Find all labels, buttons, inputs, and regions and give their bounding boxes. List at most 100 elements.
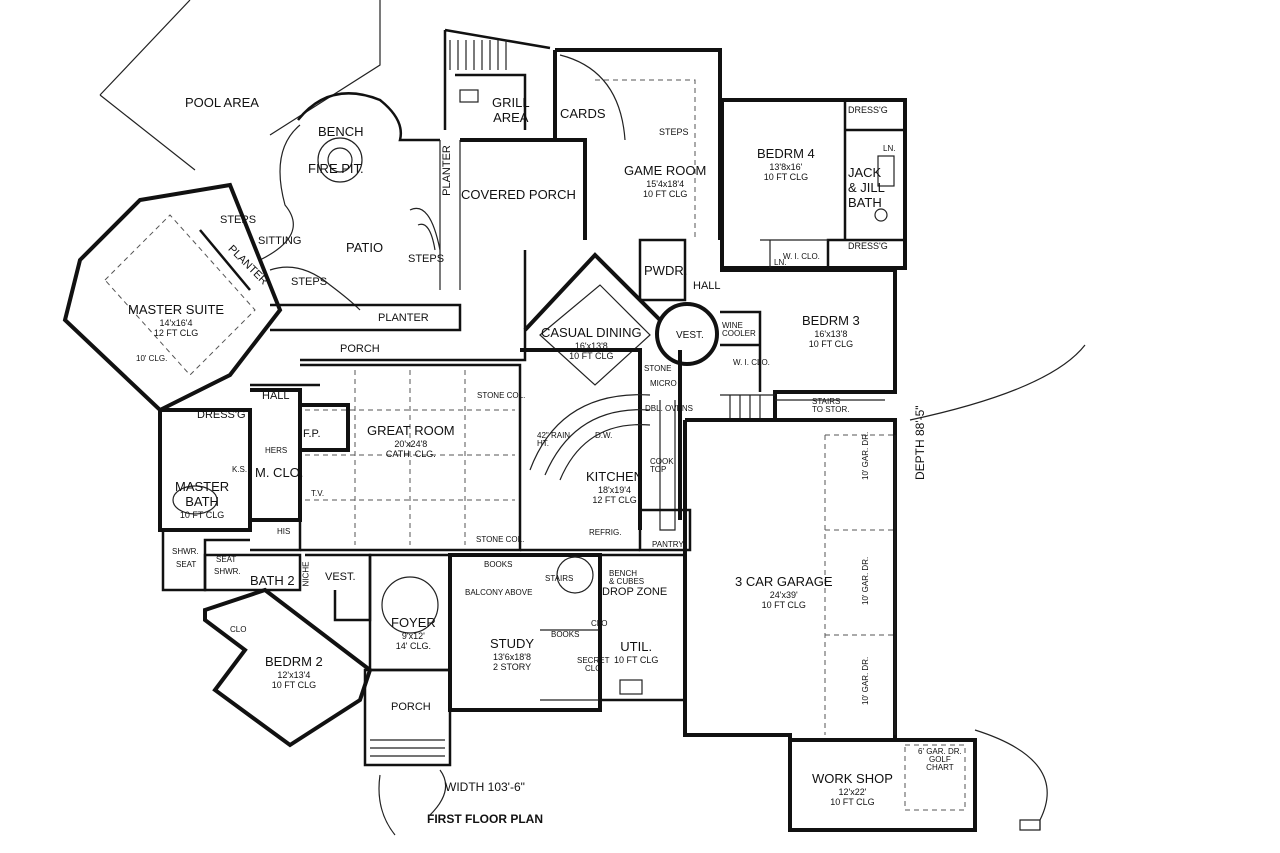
pool-area-label: POOL AREA bbox=[185, 95, 259, 110]
driveway-marker bbox=[1019, 819, 1041, 831]
vest-rear-label: VEST. bbox=[676, 330, 704, 341]
bath-tub bbox=[877, 155, 895, 187]
shwr2-label: SHWR. bbox=[214, 567, 241, 576]
game-room-ceiling-line bbox=[595, 79, 696, 240]
stairs-stor-label: STAIRS TO STOR. bbox=[812, 397, 850, 414]
golf-chart-label: 6' GAR. DR. GOLF CHART bbox=[918, 747, 962, 772]
casual-dining-table-area bbox=[539, 284, 651, 386]
work-shop-walls bbox=[788, 738, 977, 832]
dbl-ovens-label: DBL. OVENS bbox=[645, 404, 694, 413]
rear-porch-wall bbox=[300, 250, 527, 362]
ln1-label: LN. bbox=[883, 144, 896, 153]
fire-pit-outer bbox=[317, 137, 363, 183]
sitting-label: SITTING bbox=[258, 235, 302, 247]
planter-bottom-label: PLANTER bbox=[378, 312, 429, 324]
study-stairs bbox=[556, 556, 594, 594]
garage-bay-lines bbox=[824, 434, 895, 735]
jack-jill-label: JACK & JILL BATH bbox=[848, 165, 885, 210]
rear-steps bbox=[449, 40, 507, 70]
clo-bed2-label: CLO bbox=[230, 625, 247, 634]
steps-patio-label: STEPS bbox=[291, 276, 328, 288]
gar-dr2-label: 10' GAR. DR. bbox=[861, 556, 870, 605]
vest-walls bbox=[305, 553, 372, 622]
bath-toilet bbox=[874, 208, 888, 222]
master-suite-walls bbox=[62, 182, 283, 413]
clo-util-label: CLO bbox=[591, 619, 608, 628]
master-closet-walls bbox=[250, 388, 302, 522]
gar-dr1-label: 10' GAR. DR. bbox=[861, 431, 870, 480]
ln2-label: LN. bbox=[774, 258, 787, 267]
master-suite-ceiling bbox=[104, 214, 256, 376]
pwdr-label: PWDR. bbox=[644, 263, 688, 278]
fireplace bbox=[298, 403, 350, 452]
porch-rear-label: PORCH bbox=[340, 343, 380, 355]
pantry-walls bbox=[638, 508, 692, 552]
hall-rear-label: HALL bbox=[693, 280, 721, 292]
fire-pit-label: FIRE PIT. bbox=[308, 161, 364, 176]
plan-title: FIRST FLOOR PLAN bbox=[427, 812, 543, 826]
front-steps bbox=[370, 739, 445, 757]
wi-clo-bed3-label: W. I. CLO. bbox=[733, 358, 770, 367]
master-bath-walls bbox=[158, 408, 252, 532]
fire-pit-inner bbox=[327, 147, 353, 173]
stone-label: STONE bbox=[644, 364, 672, 373]
bench-label: BENCH bbox=[318, 124, 364, 139]
stone-col-top-label: STONE COL. bbox=[477, 391, 526, 400]
hall-master-label: HALL bbox=[262, 390, 290, 402]
planter-bottom bbox=[270, 303, 462, 332]
secret-clo-label: SECRET CLO bbox=[577, 656, 610, 673]
kitchen-island-arc bbox=[529, 394, 651, 481]
casual-dining-wall bbox=[523, 252, 662, 332]
patio-steps-arc bbox=[409, 207, 441, 251]
tv-label: T.V. bbox=[311, 489, 325, 498]
stone-col-bottom-label: STONE COL. bbox=[476, 535, 525, 544]
gar-dr3-label: 10' GAR. DR. bbox=[861, 656, 870, 705]
porch-front-label: PORCH bbox=[391, 701, 431, 713]
dressg-master-label: DRESS'G bbox=[197, 409, 246, 421]
patio-label: PATIO bbox=[346, 240, 384, 255]
stairs-study-label: STAIRS bbox=[545, 574, 574, 583]
cook-top-label: COOK TOP bbox=[650, 457, 674, 474]
wine-cooler-label: WINE COOLER bbox=[722, 321, 756, 338]
ks-label: K.S. bbox=[232, 465, 248, 474]
cards-label: CARDS bbox=[560, 106, 606, 121]
hers-label: HERS bbox=[265, 446, 288, 455]
seat2-label: SEAT bbox=[216, 555, 237, 564]
drop-zone-label: DROP ZONE bbox=[602, 586, 668, 598]
cards-arc bbox=[559, 54, 626, 141]
steps-left-label: STEPS bbox=[220, 214, 257, 226]
great-room-ceiling-grid bbox=[305, 370, 515, 545]
foyer-medallion bbox=[381, 576, 439, 634]
books-top-label: BOOKS bbox=[484, 560, 513, 569]
grill-area-label: GRILL AREA bbox=[492, 95, 530, 125]
great-room-outline bbox=[300, 363, 522, 552]
steps-right-label: STEPS bbox=[408, 253, 445, 265]
tv-wall bbox=[250, 460, 302, 552]
pool-area-outline bbox=[99, 0, 381, 171]
powder-walls bbox=[638, 238, 687, 302]
niche-label: NICHE bbox=[301, 561, 311, 587]
front-porch-walls bbox=[363, 668, 452, 767]
covered-porch-label: COVERED PORCH bbox=[461, 187, 576, 202]
pantry-label: PANTRY bbox=[652, 540, 684, 549]
rear-vestibule-circle bbox=[655, 302, 719, 366]
books-side-label: BOOKS bbox=[551, 630, 580, 639]
steps-game-label: STEPS bbox=[659, 127, 689, 137]
rain-ht-label: 42" RAIN HT. bbox=[537, 431, 571, 448]
dw-label: D.W. bbox=[595, 431, 613, 440]
bath2-walls bbox=[203, 553, 302, 592]
master-suite-planter bbox=[199, 229, 251, 291]
stairs-to-storage bbox=[720, 394, 885, 420]
util-label: UTIL.10 FT CLG bbox=[614, 639, 659, 665]
clg-master-label: 10' CLG. bbox=[136, 354, 168, 363]
